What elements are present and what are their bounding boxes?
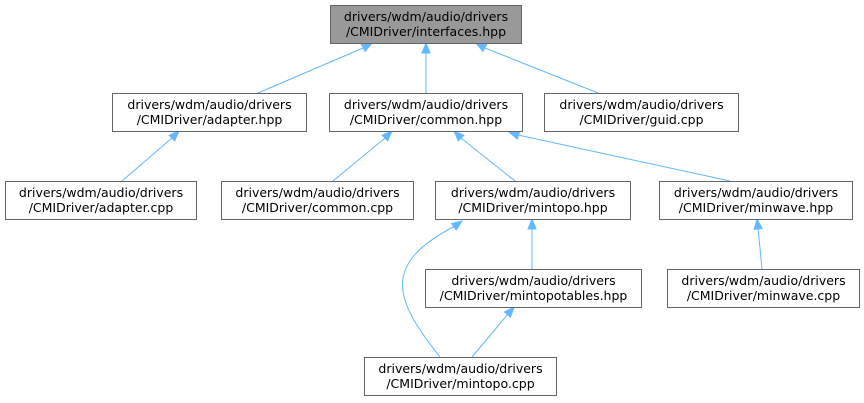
node-guid-cpp[interactable]: drivers/wdm/audio/drivers/CMIDriver/guid… [544,93,739,132]
node-interfaces[interactable]: drivers/wdm/audio/drivers/CMIDriver/inte… [330,5,522,44]
node-label-line-1: drivers/wdm/audio/drivers [674,185,838,200]
node-label-line-1: drivers/wdm/audio/drivers [19,185,183,200]
node-label-line-2: /CMIDriver/mintopotables.hpp [440,288,628,303]
node-label-line-2: /CMIDriver/minwave.cpp [687,288,840,303]
arrow-head [360,42,374,53]
node-mintopo-cpp[interactable]: drivers/wdm/audio/drivers/CMIDriver/mint… [364,357,557,396]
edge-minwave_cpp-to-minwave_hpp [753,217,763,270]
node-box [330,5,522,44]
edge-mintopotables_hpp-to-mintopo_hpp [527,217,537,269]
edge-line [332,137,386,182]
node-box [425,269,642,308]
edges-layer [121,41,763,358]
edge-common_hpp-to-interfaces [421,41,431,93]
edge-line [121,137,173,182]
edge-line [484,47,599,94]
node-label-line-1: drivers/wdm/audio/drivers [451,273,615,288]
node-label-line-2: /CMIDriver/minwave.hpp [679,200,833,215]
arrow-head [527,217,537,230]
node-label-line-1: drivers/wdm/audio/drivers [127,97,291,112]
node-label-line-1: drivers/wdm/audio/drivers [344,97,508,112]
arrow-head [450,220,464,231]
node-box [544,93,739,132]
arrow-head [753,217,763,230]
node-box [329,93,523,132]
node-label-line-1: drivers/wdm/audio/drivers [681,273,845,288]
edge-common_cpp-to-common_hpp [332,130,393,182]
node-box [667,269,860,308]
node-label-line-1: drivers/wdm/audio/drivers [378,361,542,376]
node-adapter-hpp[interactable]: drivers/wdm/audio/drivers/CMIDriver/adap… [112,93,307,132]
edge-minwave_hpp-to-common_hpp [507,130,731,182]
node-label-line-2: /CMIDriver/common.hpp [350,112,502,127]
node-label-line-1: drivers/wdm/audio/drivers [235,185,399,200]
node-label-line-2: /CMIDriver/interfaces.hpp [346,24,506,39]
node-box [364,357,557,396]
arrow-head [421,41,431,54]
node-box [221,181,414,220]
node-mintopo-hpp[interactable]: drivers/wdm/audio/drivers/CMIDriver/mint… [435,181,631,220]
edge-guid_cpp-to-interfaces [474,42,599,94]
node-minwave-cpp[interactable]: drivers/wdm/audio/drivers/CMIDriver/minw… [667,269,860,308]
node-mintopotables-hpp[interactable]: drivers/wdm/audio/drivers/CMIDriver/mint… [425,269,642,308]
node-label-line-2: /CMIDriver/mintopo.hpp [458,200,607,215]
arrow-head [474,42,488,53]
edge-adapter_cpp-to-adapter_hpp [121,130,180,182]
edge-line [460,137,516,182]
arrow-head [453,130,465,142]
node-label-line-2: /CMIDriver/adapter.cpp [29,200,174,215]
node-label-line-1: drivers/wdm/audio/drivers [451,185,615,200]
node-label-line-2: /CMIDriver/mintopo.cpp [386,376,534,391]
arrow-head [503,305,515,319]
edge-mintopo_hpp-to-common_hpp [453,130,516,182]
node-box [5,181,197,220]
edge-line [471,313,509,358]
edge-mintopo_cpp-to-mintopo_hpp [402,220,464,358]
node-common-cpp[interactable]: drivers/wdm/audio/drivers/CMIDriver/comm… [221,181,414,220]
nodes-layer: drivers/wdm/audio/drivers/CMIDriver/inte… [5,5,860,396]
node-box [659,181,853,220]
edge-line [757,227,763,270]
node-common-hpp[interactable]: drivers/wdm/audio/drivers/CMIDriver/comm… [329,93,523,132]
node-adapter-cpp[interactable]: drivers/wdm/audio/drivers/CMIDriver/adap… [5,181,197,220]
node-label-line-2: /CMIDriver/common.cpp [242,200,393,215]
edge-line [257,47,364,94]
edge-line [517,134,731,182]
node-box [112,93,307,132]
arrow-head [168,130,180,142]
node-label-line-2: /CMIDriver/adapter.hpp [137,112,283,127]
node-label-line-1: drivers/wdm/audio/drivers [344,9,508,24]
node-label-line-2: /CMIDriver/guid.cpp [579,112,703,127]
node-label-line-1: drivers/wdm/audio/drivers [559,97,723,112]
edge-adapter_hpp-to-interfaces [257,42,374,94]
arrow-head [381,130,393,142]
node-box [435,181,631,220]
arrow-head [507,130,521,140]
edge-mintopo_cpp-to-mintopotables_hpp [471,305,515,358]
edge-line [402,225,456,358]
node-minwave-hpp[interactable]: drivers/wdm/audio/drivers/CMIDriver/minw… [659,181,853,220]
